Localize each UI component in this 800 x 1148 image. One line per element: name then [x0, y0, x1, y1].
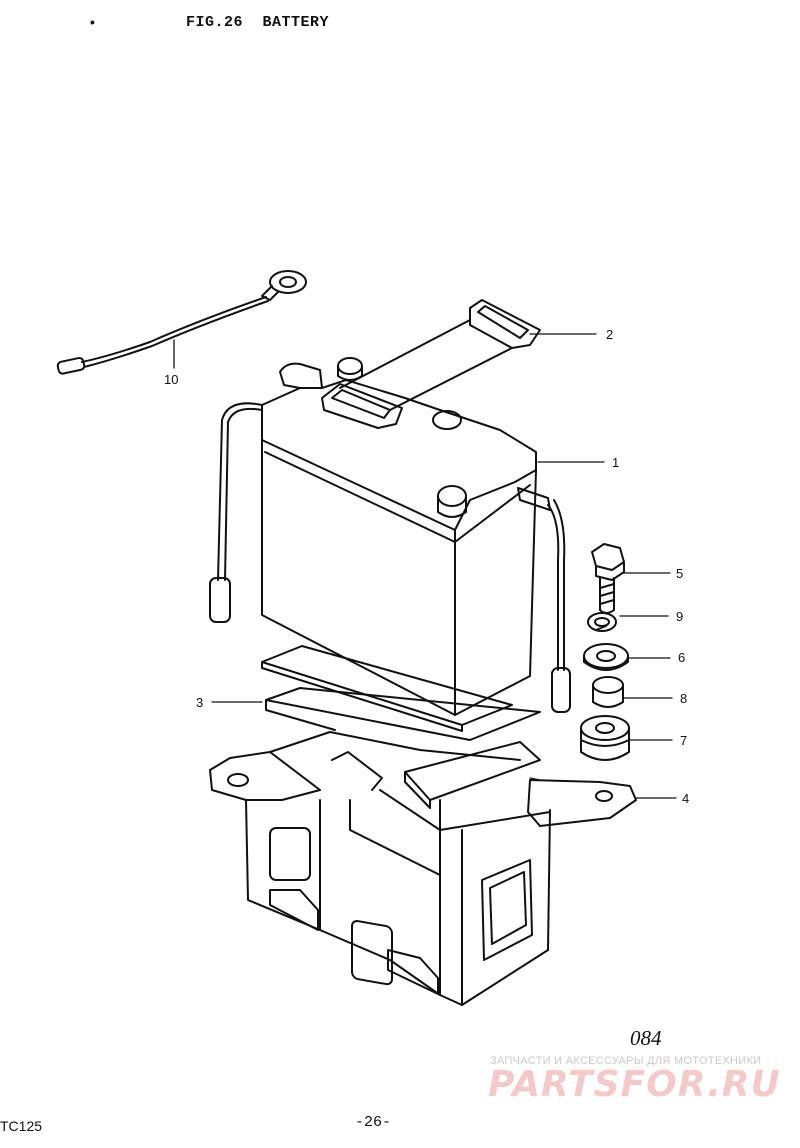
- header-bullet: •: [90, 14, 95, 30]
- callout-7: 7: [680, 733, 687, 748]
- bolt-drawing: [591, 543, 625, 614]
- battery-drawing: [209, 357, 571, 716]
- callout-10: 10: [164, 372, 178, 387]
- callout-2: 2: [606, 327, 613, 342]
- callout-6: 6: [678, 650, 685, 665]
- figure-number: FIG.26: [186, 14, 244, 31]
- model-code: TC125: [0, 1118, 43, 1134]
- leader-lines: [173, 333, 677, 799]
- watermark-logo: PARTSFOR.RU: [488, 1064, 781, 1105]
- lead-wire-drawing: [56, 270, 307, 375]
- callout-9: 9: [676, 609, 683, 624]
- cushion-drawing: [580, 715, 630, 761]
- spacer-drawing: [592, 676, 624, 708]
- page-number: -26-: [355, 1114, 392, 1131]
- lock-washer-drawing: [587, 612, 617, 632]
- watermark-text: ЗАПЧАСТИ И АКСЕССУАРЫ ДЛЯ МОТОТЕХНИКИ: [490, 1055, 762, 1067]
- callout-labels: 10 2 1 3 4 5 6 7 8 9: [164, 327, 689, 806]
- callout-5: 5: [676, 566, 683, 581]
- battery-strap-drawing: [321, 299, 541, 429]
- battery-holder-drawing: [209, 731, 637, 1006]
- washer-drawing: [583, 643, 629, 671]
- callout-1: 1: [612, 455, 619, 470]
- callout-4: 4: [682, 791, 689, 806]
- callout-8: 8: [680, 691, 687, 706]
- figure-title: FIG.26 BATTERY: [186, 14, 329, 31]
- page-code: 084: [630, 1026, 662, 1050]
- battery-pad-drawing: [261, 645, 541, 809]
- callout-3: 3: [196, 695, 203, 710]
- figure-name: BATTERY: [262, 14, 330, 31]
